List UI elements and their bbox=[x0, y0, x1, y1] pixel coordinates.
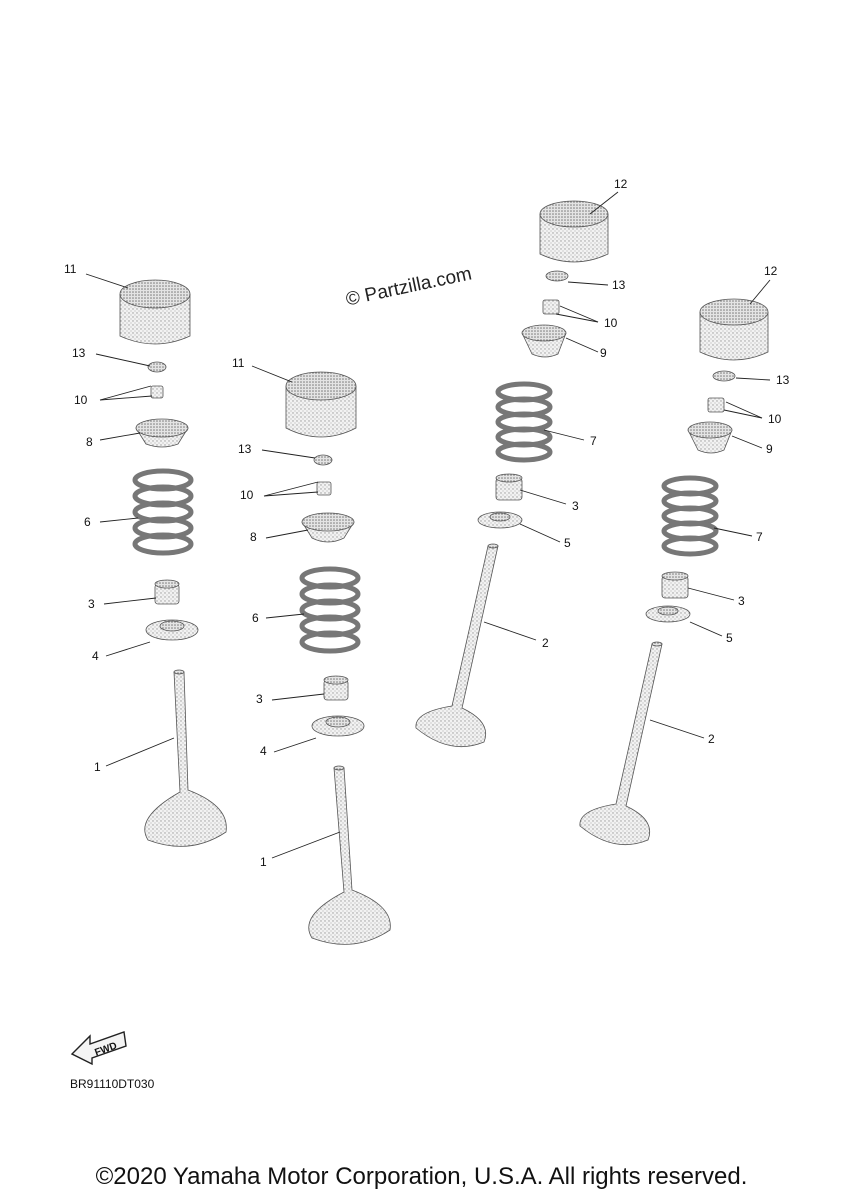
callout-3: 3 bbox=[572, 499, 579, 513]
diagram-code: BR91110DT030 bbox=[70, 1077, 155, 1091]
callout-11: 11 bbox=[64, 262, 77, 276]
callout-9: 9 bbox=[600, 346, 607, 360]
callout-7: 7 bbox=[590, 434, 597, 448]
stem-seal-3a bbox=[154, 579, 180, 605]
valve-lifter-12d bbox=[699, 298, 769, 361]
callout-2: 2 bbox=[542, 636, 549, 650]
spring-seat-5d bbox=[645, 605, 691, 623]
valve-lifter-12c bbox=[539, 200, 609, 263]
stem-seal-3b bbox=[323, 675, 349, 701]
valve-lifter-11b bbox=[285, 371, 357, 438]
callout-13: 13 bbox=[776, 373, 790, 387]
forward-arrow-icon: FWD bbox=[70, 1031, 127, 1066]
callout-10: 10 bbox=[768, 412, 782, 426]
shim-13c bbox=[545, 270, 569, 282]
callout-1: 1 bbox=[94, 760, 101, 774]
column-b bbox=[285, 371, 391, 945]
spring-6a bbox=[132, 468, 194, 556]
exhaust-valve-2d bbox=[579, 641, 663, 846]
intake-valve-1a bbox=[144, 669, 227, 847]
spring-seat-4b bbox=[311, 715, 365, 737]
callout-3: 3 bbox=[88, 597, 95, 611]
leader-lines bbox=[85, 191, 771, 859]
callout-8: 8 bbox=[250, 530, 257, 544]
retainer-8a bbox=[135, 418, 189, 448]
callout-12: 12 bbox=[614, 177, 628, 191]
callout-7: 7 bbox=[756, 530, 763, 544]
callout-9: 9 bbox=[766, 442, 773, 456]
copyright-notice: ©2020 Yamaha Motor Corporation, U.S.A. A… bbox=[95, 1163, 748, 1190]
callout-3: 3 bbox=[738, 594, 745, 608]
callout-4: 4 bbox=[260, 744, 267, 758]
retainer-9d bbox=[687, 421, 733, 454]
valve-lifter-11a bbox=[119, 279, 191, 345]
intake-valve-1b bbox=[308, 765, 391, 945]
shim-13d bbox=[712, 370, 736, 382]
callout-13: 13 bbox=[72, 346, 86, 360]
retainer-9c bbox=[521, 324, 567, 358]
callout-13: 13 bbox=[612, 278, 626, 292]
cotter-10b bbox=[316, 481, 332, 496]
callout-10: 10 bbox=[74, 393, 88, 407]
exhaust-valve-2c bbox=[415, 543, 499, 748]
spring-6b bbox=[299, 566, 361, 654]
callout-11: 11 bbox=[232, 356, 245, 370]
callout-1: 1 bbox=[260, 855, 267, 869]
callout-5: 5 bbox=[564, 536, 571, 550]
column-d bbox=[579, 298, 769, 846]
cotter-10c bbox=[542, 299, 560, 315]
spring-seat-5c bbox=[477, 511, 523, 529]
cotter-10a bbox=[150, 385, 164, 399]
spring-seat-4a bbox=[145, 619, 199, 641]
retainer-8b bbox=[301, 512, 355, 543]
column-c bbox=[415, 200, 609, 748]
callout-3: 3 bbox=[256, 692, 263, 706]
callout-6: 6 bbox=[84, 515, 91, 529]
spring-7d bbox=[661, 475, 719, 557]
stem-seal-3c bbox=[495, 473, 523, 501]
callout-13: 13 bbox=[238, 442, 252, 456]
callout-12: 12 bbox=[764, 264, 778, 278]
callout-2: 2 bbox=[708, 732, 715, 746]
callout-6: 6 bbox=[252, 611, 259, 625]
callout-10: 10 bbox=[240, 488, 254, 502]
spring-7c bbox=[495, 381, 553, 463]
callout-8: 8 bbox=[86, 435, 93, 449]
callout-10: 10 bbox=[604, 316, 618, 330]
callout-5: 5 bbox=[726, 631, 733, 645]
cotter-10d bbox=[707, 397, 725, 413]
column-a bbox=[119, 279, 227, 847]
shim-13b bbox=[313, 454, 333, 466]
callout-4: 4 bbox=[92, 649, 99, 663]
shim-13a bbox=[147, 361, 167, 373]
stem-seal-3d bbox=[661, 571, 689, 599]
